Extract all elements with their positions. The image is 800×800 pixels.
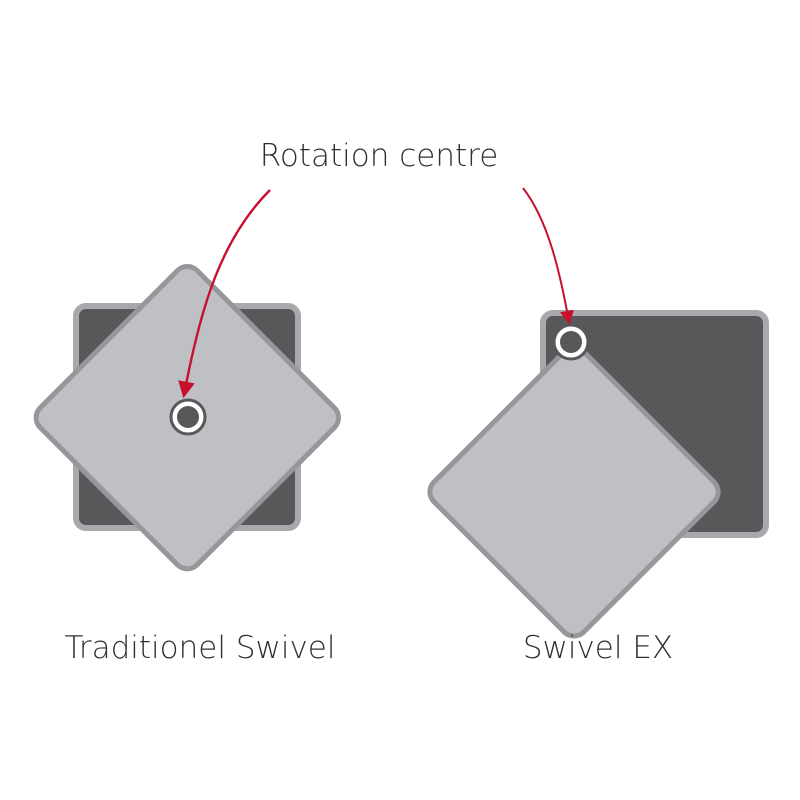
rotation-pivot-icon — [552, 323, 590, 361]
traditional-swivel-caption: Traditionel Swivel — [64, 630, 335, 666]
red-curved-arrow-icon — [178, 189, 271, 399]
rotation-pivot-icon — [169, 398, 207, 436]
swivel-ex-caption: Swivel EX — [523, 630, 673, 666]
swivel-ex-rotated-plate — [427, 345, 721, 639]
traditional-swivel-illustration — [33, 264, 341, 572]
red-curved-arrow-icon — [522, 187, 574, 325]
rotation-centre-label: Rotation centre — [260, 138, 499, 174]
swivel-ex-illustration — [427, 310, 769, 639]
